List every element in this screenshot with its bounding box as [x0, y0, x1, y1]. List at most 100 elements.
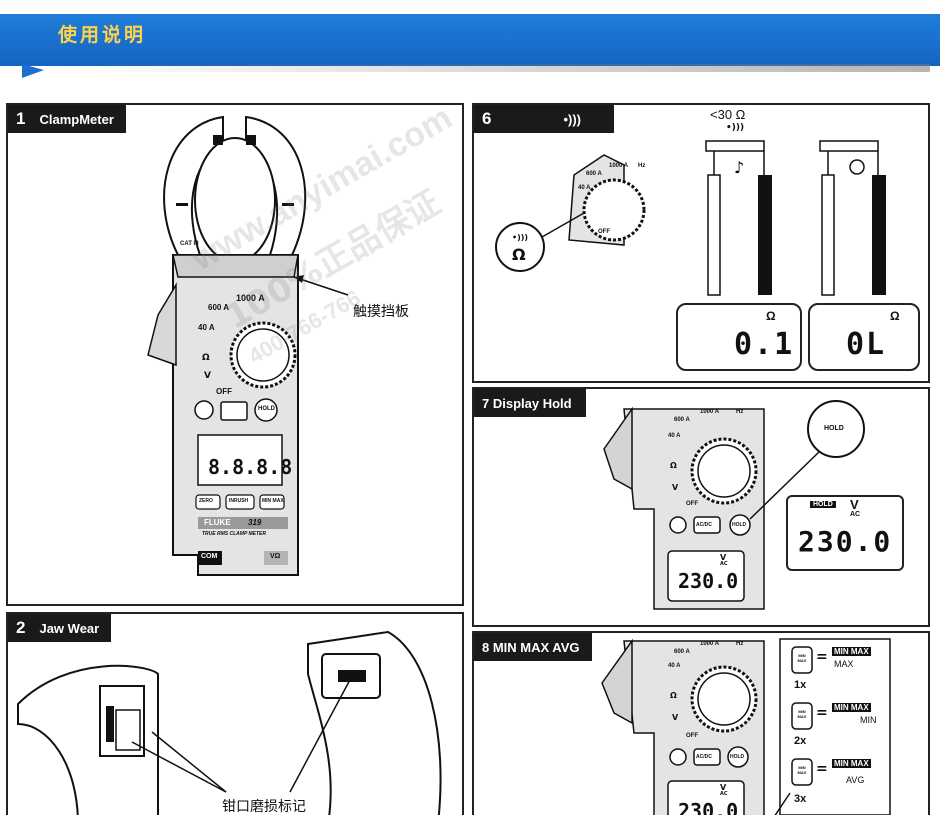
step1-equals: =	[816, 649, 828, 665]
panel-label: Jaw Wear	[39, 620, 100, 636]
threshold-beep-icon: •)))	[726, 123, 745, 133]
dial-1000a-label: 1000 A	[700, 641, 720, 647]
min-max-illustration	[601, 638, 891, 815]
model-number: 319	[248, 518, 262, 527]
panel-label: 7 Display Hold	[482, 395, 572, 411]
dial-off-label: OFF	[686, 733, 698, 739]
small-lcd-value: 230.0	[678, 569, 739, 593]
lcd-unit: Ω	[766, 309, 776, 323]
panel-number: 2	[16, 618, 26, 637]
header-band	[0, 14, 940, 66]
panel-number: 6	[482, 109, 492, 128]
panel-label: 8 MIN MAX AVG	[482, 639, 580, 655]
hold-lcd-ac: AC	[850, 511, 861, 518]
step3-tag: MIN MAX	[832, 759, 871, 768]
dial-ohm-label: Ω	[670, 691, 677, 700]
panel-tab: 6 •)))	[474, 105, 614, 133]
hold-button[interactable]: HOLD	[730, 754, 745, 760]
panel-continuity: 6 •))) ♪ <30 Ω •))) 1000 A 600 A Hz 40 A…	[472, 103, 930, 383]
hold-lcd-unit: V	[850, 497, 859, 512]
hold-tag: HOLD	[810, 501, 836, 508]
dial-40a-label: 40 A	[668, 663, 681, 669]
zero-button[interactable]: ZERO	[199, 498, 213, 504]
panel-label: ClampMeter	[39, 111, 114, 127]
lcd-value: 0L	[846, 327, 887, 362]
continuity-threshold: <30 Ω	[710, 107, 746, 122]
acdc-button[interactable]: AC/DC	[696, 522, 712, 528]
circle-ohm-icon: Ω	[512, 245, 526, 264]
meter-600a-label: 600 A	[208, 303, 230, 312]
step2-mode: MIN	[860, 715, 877, 725]
display-hold-illustration	[603, 400, 865, 610]
svg-text:♪: ♪	[734, 158, 744, 177]
dial-hz-label: Hz	[736, 641, 744, 647]
lcd-unit: V	[720, 783, 727, 792]
lcd-unit: Ω	[890, 309, 900, 323]
small-lcd-ac: AC	[720, 561, 728, 567]
dial-600a-label: 600 A	[674, 417, 690, 423]
panel-jaw-wear: 2 Jaw Wear 钳口磨损标记	[6, 612, 464, 815]
brand-logo: FLUKE	[204, 518, 231, 527]
continuity-illustration: ♪	[495, 140, 886, 296]
dial-1000a-label: 1000 A	[609, 163, 629, 169]
meter-hold-button[interactable]: HOLD	[258, 406, 275, 412]
panel-tab: 2 Jaw Wear	[8, 614, 112, 642]
panel-tab: 7 Display Hold	[474, 389, 586, 417]
lcd-continuity-pass: Ω 0.1	[676, 303, 802, 371]
dial-600a-label: 600 A	[674, 649, 690, 655]
lcd-ac: AC	[720, 791, 728, 797]
step1-count: 1x	[794, 679, 807, 691]
hold-lcd: HOLD V AC 230.0	[786, 495, 904, 571]
dial-off-label: OFF	[686, 501, 698, 507]
meter-v-label: V	[204, 371, 211, 381]
panel-tab: 8 MIN MAX AVG	[474, 633, 592, 661]
panel-number: 1	[16, 109, 26, 128]
touch-guard-callout: 触摸挡板	[353, 304, 409, 320]
step1-tag: MIN MAX	[832, 647, 871, 656]
lcd-continuity-open: Ω 0L	[808, 303, 920, 371]
continuity-beep-icon: •)))	[563, 111, 582, 127]
meter-off-label: OFF	[216, 387, 232, 396]
minmax-step3-button[interactable]: MIN MAX	[797, 765, 807, 775]
dial-v-label: V	[672, 483, 679, 492]
step2-equals: =	[816, 705, 828, 721]
hold-lcd-value: 230.0	[798, 525, 893, 558]
step2-tag: MIN MAX	[832, 703, 871, 712]
small-lcd-unit: V	[720, 553, 727, 562]
lcd-value: 0.1	[734, 327, 795, 362]
hold-callout-button: HOLD	[824, 425, 844, 432]
minmax-step1-button[interactable]: MIN MAX	[797, 653, 807, 663]
minmax-button[interactable]: MIN MAX	[262, 498, 284, 504]
circle-beep-icon: •)))	[512, 233, 529, 242]
header-shadow	[60, 64, 930, 72]
step3-count: 3x	[794, 793, 807, 805]
step3-equals: =	[816, 761, 828, 777]
meter-lcd-digits: 8.8.8.8	[208, 455, 293, 479]
meter-1000a-label: 1000 A	[236, 293, 265, 303]
header-arrow-icon	[22, 64, 44, 78]
dial-ohm-label: Ω	[670, 461, 677, 470]
acdc-button[interactable]: AC/DC	[696, 754, 712, 760]
meter-cat-label: CAT III	[180, 241, 199, 247]
panel-min-max-avg: 8 MIN MAX AVG 1000 A 600 A Hz 40 A Ω V O…	[472, 631, 930, 815]
dial-40a-label: 40 A	[578, 185, 591, 191]
dial-hz-label: Hz	[638, 163, 646, 169]
step1-mode: MAX	[834, 659, 854, 669]
meter-subtitle: TRUE RMS CLAMP METER	[202, 531, 266, 537]
lcd-value: 230.0	[678, 799, 739, 815]
meter-40a-label: 40 A	[198, 323, 215, 332]
panel-tab: 1 ClampMeter	[8, 105, 126, 133]
hold-button[interactable]: HOLD	[732, 522, 747, 528]
clamp-meter-illustration	[147, 115, 349, 576]
dial-1000a-label: 1000 A	[700, 409, 720, 415]
dial-600a-label: 600 A	[586, 171, 602, 177]
dial-hz-label: Hz	[736, 409, 744, 415]
step3-mode: AVG	[846, 775, 865, 785]
page-title: 使用说明	[58, 24, 147, 46]
inrush-button[interactable]: INRUSH	[229, 498, 249, 504]
minmax-step2-button[interactable]: MIN MAX	[797, 709, 807, 719]
jaw-wear-illustration	[17, 630, 442, 815]
dial-v-label: V	[672, 713, 679, 722]
step2-count: 2x	[794, 735, 807, 747]
com-jack: COM	[201, 553, 218, 560]
